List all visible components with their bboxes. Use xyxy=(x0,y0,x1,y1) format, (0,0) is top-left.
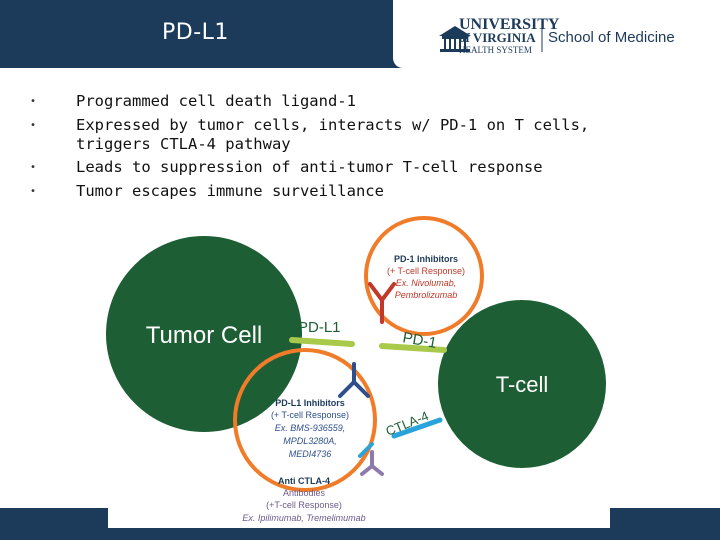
logo-school-of-medicine: School of Medicine xyxy=(548,29,675,46)
bullet-text: Programmed cell death ligand-1 xyxy=(76,92,356,110)
bullet-text: Leads to suppression of anti-tumor T-cel… xyxy=(76,158,543,176)
pdl1-inhibitors-caption: PD-L1 Inhibitors (+ T-cell Response) Ex.… xyxy=(271,398,349,459)
logo-virginia: of VIRGINIA xyxy=(459,30,536,45)
pd1-inhibitor-antibody-icon xyxy=(368,282,396,324)
ctla-4-stem xyxy=(358,442,374,458)
bullet-dot-icon: • xyxy=(30,162,37,173)
pdl1-inhibitor-antibody-icon xyxy=(338,362,370,398)
anti-ctla4-antibody-icon xyxy=(360,450,384,476)
anti-ctla4-caption: Anti CTLA-4 Antibodies (+T-cell Response… xyxy=(242,476,365,523)
bullet-item: • Tumor escapes immune surveillance xyxy=(28,182,708,201)
anti-ctla4-line2: Antibodies xyxy=(283,488,326,498)
t-cell-label: T-cell xyxy=(496,372,549,397)
pd1-inhibitors-response: (+ T-cell Response) xyxy=(387,266,465,276)
pd1-inhibitors-title: PD-1 Inhibitors xyxy=(394,254,458,264)
pd1-inhibitors-caption: PD-1 Inhibitors (+ T-cell Response) Ex. … xyxy=(387,254,465,300)
t-cell-circle xyxy=(438,300,606,468)
pdl1-inhibitors-example-1: Ex. BMS-936559, xyxy=(275,423,346,433)
bullet-text: Tumor escapes immune surveillance xyxy=(76,181,384,200)
tumor-cell-circle xyxy=(106,236,302,432)
pd-1-arm xyxy=(379,343,447,353)
anti-ctla4-title: Anti CTLA-4 xyxy=(278,476,330,486)
rotunda-icon xyxy=(439,26,471,52)
pdl1-inhibitors-title: PD-L1 Inhibitors xyxy=(275,398,345,408)
pd-l1-ligand xyxy=(289,337,355,347)
pdl1-inhibitor-highlight xyxy=(233,348,377,492)
logo-university: UNIVERSITY xyxy=(459,16,560,33)
pd1-inhibitor-highlight xyxy=(364,216,484,336)
bullet-item: • Programmed cell death ligand-1 xyxy=(28,92,708,111)
anti-ctla4-response: (+T-cell Response) xyxy=(266,500,342,510)
bullet-text-continuation: triggers CTLA-4 pathway xyxy=(76,134,291,153)
pd-l1-label: PD-L1 xyxy=(298,319,341,336)
bullet-list: • Programmed cell death ligand-1 • Express… xyxy=(28,92,708,205)
bullet-text: Expressed by tumor cells, interacts w/ P… xyxy=(76,115,590,134)
pdl1-inhibitors-example-3: MEDI4736 xyxy=(289,449,332,459)
pd1-inhibitors-example-1: Ex. Nivolumab, xyxy=(396,278,457,288)
pdl1-inhibitors-response: (+ T-cell Response) xyxy=(271,410,349,420)
anti-ctla4-example: Ex. Ipilimumab, Tremelimumab xyxy=(242,513,365,523)
pd1-inhibitors-example-2: Pembrolizumab xyxy=(395,290,458,300)
bullet-item: • Expressed by tumor cells, interacts w/ … xyxy=(28,116,708,154)
bullet-item: • Leads to suppression of anti-tumor T-ce… xyxy=(28,158,708,177)
bullet-dot-icon: • xyxy=(30,119,37,131)
uva-logo: UNIVERSITY of VIRGINIA HEALTH SYSTEM Sch… xyxy=(439,16,675,55)
pdl1-inhibitors-example-2: MPDL3280A, xyxy=(283,436,337,446)
bullet-dot-icon: • xyxy=(30,96,37,107)
logo-health-system: HEALTH SYSTEM xyxy=(459,45,532,55)
tumor-cell-label: Tumor Cell xyxy=(146,322,262,349)
ctla-4-arm xyxy=(391,417,443,439)
slide-title: PD-L1 xyxy=(162,20,229,45)
bullet-dot-icon: • xyxy=(30,185,37,197)
pd-1-label: PD-1 xyxy=(401,329,438,352)
